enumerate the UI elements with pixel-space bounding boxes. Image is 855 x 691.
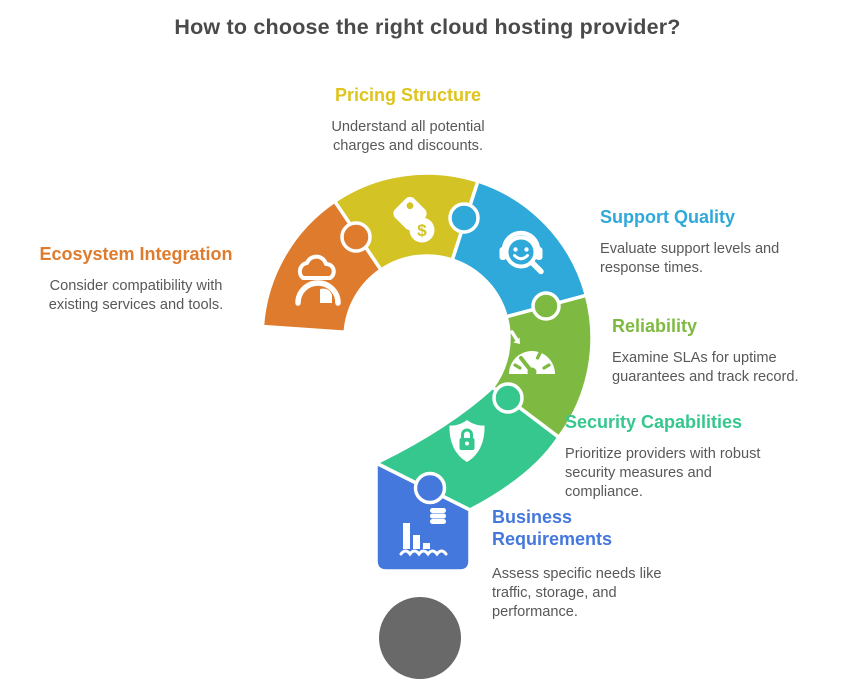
section-pricing-desc: Understand all potential charges and dis… — [331, 118, 485, 155]
section-reliability-desc: Examine SLAs for uptime guarantees and t… — [612, 349, 799, 386]
section-security: Security Capabilities Prioritize provide… — [565, 412, 813, 503]
section-reliability-heading: Reliability — [612, 316, 698, 336]
headset-icon — [499, 230, 544, 275]
cloud-user-icon — [295, 254, 341, 306]
puzzle-knob-blue — [413, 471, 447, 505]
price-tag-icon: $ — [393, 196, 435, 243]
section-security-heading: Security Capabilities — [565, 412, 743, 432]
section-ecosystem: Ecosystem Integration Consider compatibi… — [28, 244, 244, 315]
section-support-heading: Support Quality — [600, 207, 735, 227]
gauge-icon — [509, 330, 555, 377]
section-pricing: Pricing Structure Understand all potenti… — [318, 85, 498, 156]
question-mark-dot — [379, 597, 461, 679]
puzzle-piece-business — [374, 461, 472, 573]
puzzle-piece-support — [450, 179, 589, 319]
section-pricing-heading: Pricing Structure — [334, 85, 482, 105]
dollar-glyph: $ — [417, 221, 427, 240]
section-business: Business Requirements Assess specific ne… — [492, 507, 697, 623]
page-title: How to choose the right cloud hosting pr… — [174, 15, 681, 39]
puzzle-knob-teal — [492, 382, 524, 414]
puzzle-knob-green — [531, 291, 561, 321]
section-ecosystem-desc: Consider compatibility with existing ser… — [48, 277, 224, 314]
section-business-desc: Assess specific needs like traffic, stor… — [492, 565, 662, 621]
section-business-heading: Business Requirements — [492, 507, 613, 549]
section-security-desc: Prioritize providers with robust securit… — [565, 445, 761, 501]
section-reliability: Reliability Examine SLAs for uptime guar… — [612, 316, 850, 387]
section-ecosystem-heading: Ecosystem Integration — [39, 244, 233, 264]
shield-lock-icon — [449, 420, 485, 462]
bar-chart-icon — [399, 508, 448, 557]
section-support-desc: Evaluate support levels and response tim… — [600, 240, 780, 277]
puzzle-knob-sky — [448, 202, 480, 234]
puzzle-knob-orange — [340, 221, 372, 253]
section-support: Support Quality Evaluate support levels … — [600, 207, 822, 278]
